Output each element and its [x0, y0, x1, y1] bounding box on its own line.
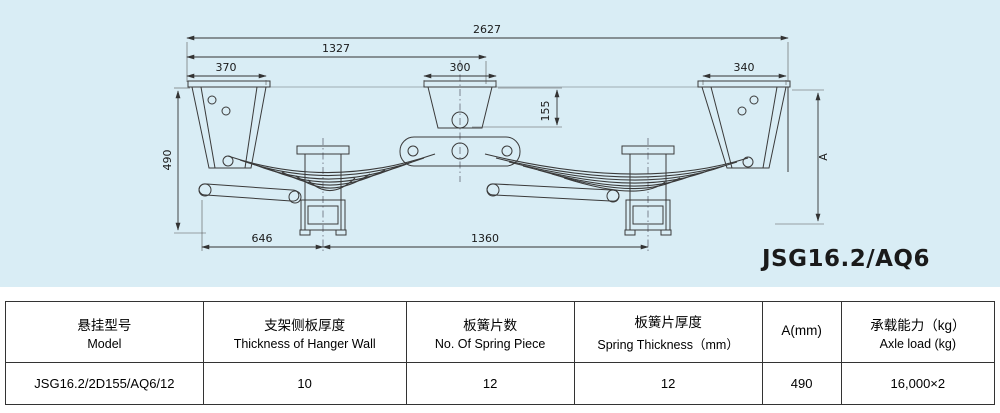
- col-header-model: 悬挂型号 Model: [5, 301, 204, 363]
- front-hanger: [187, 80, 271, 169]
- col-header-spring-thickness-zh: 板簧片厚度: [634, 315, 702, 330]
- suspension-drawing-panel: 2627 1327 370 300 340 155 490 A 646 1360…: [0, 0, 1000, 287]
- dim-a-label: A: [817, 153, 830, 161]
- front-axle-seat: [296, 145, 350, 236]
- suspension-technical-drawing: 2627 1327 370 300 340 155 490 A 646 1360…: [161, 23, 930, 272]
- dim-center-bracket-width: 300: [450, 61, 471, 74]
- cell-a-mm: 490: [761, 362, 842, 405]
- dim-pivot-height: 155: [539, 101, 552, 122]
- spec-table: 悬挂型号 Model 支架侧板厚度 Thickness of Hanger Wa…: [5, 301, 996, 405]
- rear-hanger: [697, 80, 791, 169]
- front-leaf-spring: [227, 153, 436, 192]
- cell-spring-thickness: 12: [573, 362, 763, 405]
- dim-axle-spacing: 1360: [471, 232, 499, 245]
- dim-front-section: 1327: [322, 42, 350, 55]
- rear-axle-seat: [621, 145, 675, 236]
- dim-rear-hanger-width: 340: [734, 61, 755, 74]
- col-header-spring-piece-count-en: No. Of Spring Piece: [434, 336, 546, 351]
- cell-hanger-wall-thickness: 10: [202, 362, 407, 405]
- col-header-axle-load: 承载能力（kg） Axle load (kg): [840, 301, 996, 363]
- col-header-hanger-wall-thickness-en: Thickness of Hanger Wall: [233, 336, 376, 351]
- spec-table-data-row: JSG16.2/2D155/AQ6/12 10 12 12 490 16,000…: [5, 362, 996, 405]
- col-header-spring-piece-count-zh: 板簧片数: [463, 317, 518, 333]
- col-header-hanger-wall-thickness: 支架侧板厚度 Thickness of Hanger Wall: [202, 301, 407, 363]
- col-header-axle-load-zh: 承载能力（kg）: [870, 317, 966, 333]
- suspension-assembly: [187, 80, 791, 236]
- cell-axle-load: 16,000×2: [840, 362, 996, 405]
- col-header-spring-piece-count: 板簧片数 No. Of Spring Piece: [405, 301, 575, 363]
- col-header-model-zh: 悬挂型号: [77, 317, 132, 333]
- col-header-spring-thickness: 板簧片厚度 Spring Thickness（mm）: [573, 301, 763, 363]
- torque-rods: [198, 183, 620, 204]
- dim-front-hanger-width: 370: [216, 61, 237, 74]
- rear-leaf-spring: [484, 153, 749, 192]
- dim-total-length: 2627: [473, 23, 501, 36]
- product-code: JSG16.2/AQ6: [760, 246, 930, 272]
- dimension-annotations: 2627 1327 370 300 340 155 490 A 646 1360: [161, 23, 830, 251]
- centerlines: [322, 60, 649, 252]
- dim-hanger-height: 490: [161, 150, 174, 171]
- col-header-a-mm-label: A(mm): [781, 323, 822, 338]
- col-header-spring-thickness-en: Spring Thickness（mm）: [597, 338, 739, 352]
- col-header-a-mm: A(mm): [761, 301, 842, 363]
- col-header-model-en: Model: [87, 336, 122, 351]
- col-header-hanger-wall-thickness-zh: 支架侧板厚度: [264, 317, 346, 333]
- cell-model: JSG16.2/2D155/AQ6/12: [5, 362, 204, 405]
- dim-front-axle-offset: 646: [252, 232, 273, 245]
- spec-table-header-row: 悬挂型号 Model 支架侧板厚度 Thickness of Hanger Wa…: [5, 301, 996, 363]
- cell-spring-piece-count: 12: [405, 362, 575, 405]
- col-header-axle-load-en: Axle load (kg): [879, 336, 957, 351]
